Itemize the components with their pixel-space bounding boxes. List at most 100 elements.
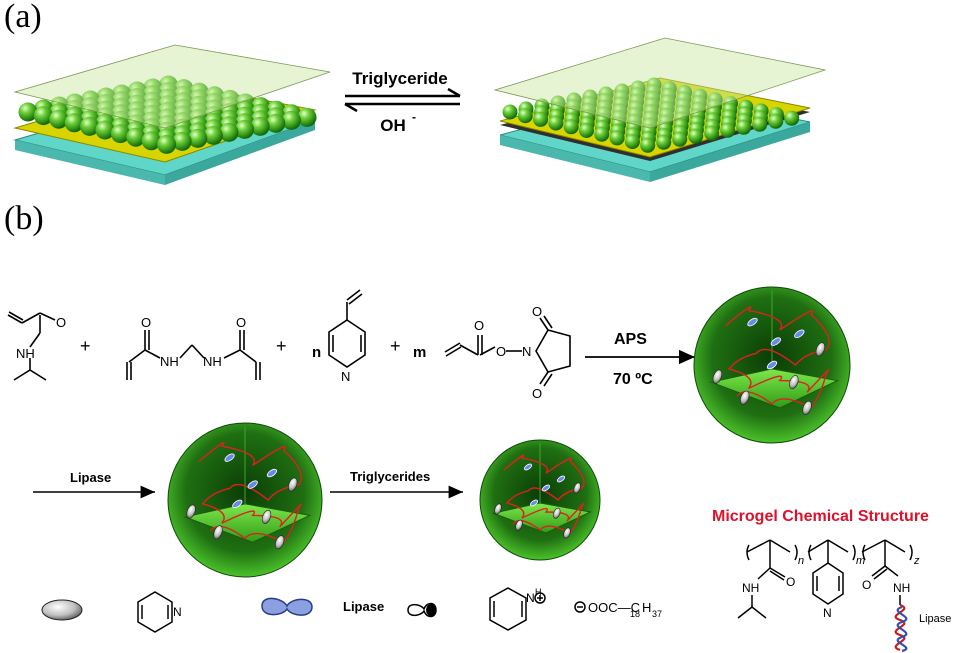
microgel-ball: [704, 125, 720, 141]
microgel-ball: [235, 119, 255, 139]
blue-marker: [747, 317, 758, 327]
plus-3: +: [390, 336, 401, 356]
atom-O-8: O: [786, 575, 795, 589]
microgel-ball: [594, 126, 610, 142]
pill-marker: [789, 375, 799, 390]
microgel-ball: [33, 106, 53, 126]
blue-marker: [224, 453, 235, 462]
legend-oval-icon: [41, 599, 83, 621]
microgel-ball: [502, 104, 518, 120]
substrate-right-side-2: [650, 122, 810, 182]
legend-lipase-label: Lipase: [343, 599, 384, 614]
triglycerides-step-label: Triglycerides: [350, 469, 430, 484]
microgel-ball: [266, 113, 286, 133]
blue-marker: [766, 360, 778, 370]
microgel-ball: [64, 113, 84, 133]
microgel-ball: [533, 111, 549, 127]
temperature-label: 70 ºC: [613, 371, 653, 388]
coef-n: n: [312, 344, 321, 361]
microgel-ball: [219, 122, 239, 142]
blue-marker: [770, 337, 782, 346]
microgel-ball: [784, 110, 800, 126]
substrate-left-side-2: [165, 120, 315, 185]
atom-N-1: N: [341, 369, 350, 384]
plus-1: +: [80, 336, 91, 356]
microgel-ball: [640, 137, 656, 153]
microgel-ball: [752, 116, 768, 132]
pill-marker: [553, 507, 561, 519]
monomer-mba: [126, 330, 261, 380]
legend-H: H: [642, 600, 651, 615]
microgel-ball: [672, 131, 688, 147]
microgel-ball: [172, 131, 192, 151]
microgel-monolayer-left: [18, 75, 317, 154]
microgel-ball: [126, 127, 146, 147]
blue-marker: [247, 480, 258, 489]
microgel-ball: [49, 109, 69, 129]
legend-pyridine-icon: [137, 591, 173, 633]
microgel-ball: [563, 119, 579, 135]
microgel-ball: [517, 108, 533, 124]
atom-N-2: N: [522, 344, 531, 359]
legend-NH-H: H: [535, 587, 542, 597]
pill-marker: [288, 477, 298, 492]
pill-marker: [186, 504, 196, 519]
microgel-monolayer-right: [502, 77, 800, 153]
monomer-nhs-acrylate: [444, 315, 571, 387]
legend-lipase-shape-icon: [261, 597, 313, 616]
plus-2: +: [276, 336, 287, 356]
microgel-sphere-1: [693, 286, 851, 444]
sphere-cut-floor: [709, 368, 840, 409]
microgel-ball: [281, 110, 301, 130]
substrate-left-side: [15, 140, 165, 185]
polymer-structure: [737, 539, 913, 619]
pill-marker: [275, 535, 285, 550]
pill-marker: [563, 527, 571, 539]
polymer-chain: [198, 442, 303, 544]
microgel-ball: [95, 120, 115, 140]
lipase-helix: [894, 603, 908, 653]
atom-O-5: O: [496, 344, 506, 359]
microgel-ball: [203, 125, 223, 145]
pill-marker: [213, 525, 223, 540]
legend-bound-lipase-icon: [407, 602, 437, 618]
reagent-label: APS: [614, 331, 647, 348]
microgel-ball: [624, 134, 640, 150]
atom-NH-4: NH: [742, 581, 759, 595]
pill-marker: [494, 503, 502, 515]
microgel-ball: [157, 134, 177, 154]
panel-b-label: (b): [4, 200, 44, 237]
polymer-chain: [724, 306, 830, 409]
panel-a-label: (a): [4, 0, 42, 35]
polymer-chain: [503, 454, 585, 534]
lipase-step-label: Lipase: [70, 470, 111, 485]
pill-marker: [712, 369, 723, 384]
microgel-ball: [720, 122, 736, 138]
blue-marker: [266, 468, 278, 478]
atom-N-3: N: [823, 606, 832, 620]
pill-marker: [802, 400, 812, 415]
sub-n: n: [798, 555, 804, 567]
atom-O-6: O: [532, 304, 542, 319]
blue-marker: [523, 463, 533, 471]
coef-m: m: [413, 344, 426, 361]
atom-N-4: N: [173, 605, 182, 619]
atom-O-7: O: [532, 386, 542, 401]
pill-marker: [815, 342, 826, 357]
arrow-top-label: Triglyceride: [352, 69, 447, 88]
arrow-bottom-superscript: -: [412, 110, 416, 124]
blue-marker: [529, 499, 539, 507]
atom-NH-3: NH: [203, 354, 222, 369]
sphere-cut-floor: [491, 502, 593, 534]
equilibrium-arrows: [344, 87, 461, 113]
sphere-cut-floor: [183, 503, 312, 543]
microgel-sphere-3: [479, 439, 601, 561]
substrate-right-side: [500, 135, 650, 182]
pill-marker: [740, 390, 750, 405]
microgel-ball: [768, 113, 784, 129]
microgel-ball: [18, 102, 38, 122]
microgel-ball: [609, 130, 625, 146]
monomer-nipam: [7, 311, 56, 381]
legend-sub-18: 18: [630, 609, 640, 619]
